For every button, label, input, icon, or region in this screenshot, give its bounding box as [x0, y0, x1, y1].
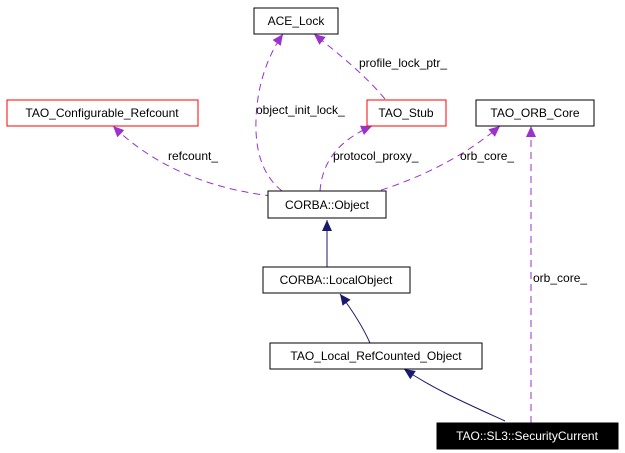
node-orb-core-label: TAO_ORB_Core [490, 106, 579, 120]
node-security-current[interactable]: TAO::SL3::SecurityCurrent [436, 422, 619, 450]
edge-inherit-current-refcounted [403, 368, 506, 422]
edge-inherit-refcounted-localobject [339, 293, 371, 344]
edge-object-init-lock [255, 33, 284, 192]
node-tao-stub[interactable]: TAO_Stub [366, 99, 447, 127]
node-tao-stub-label: TAO_Stub [378, 106, 433, 120]
node-configurable-refcount-label: TAO_Configurable_Refcount [25, 106, 179, 120]
label-object-init-lock: object_init_lock_ [256, 103, 345, 117]
label-profile-lock-ptr: profile_lock_ptr_ [359, 56, 447, 70]
node-ace-lock[interactable]: ACE_Lock [253, 7, 339, 35]
node-corba-object-label: CORBA::Object [285, 198, 370, 212]
node-corba-object[interactable]: CORBA::Object [267, 190, 387, 219]
label-orb-core-current: orb_core_ [533, 271, 587, 285]
label-refcount: refcount_ [168, 149, 218, 163]
node-ace-lock-label: ACE_Lock [268, 14, 326, 28]
node-local-refcounted-object[interactable]: TAO_Local_RefCounted_Object [269, 342, 483, 370]
edge-refcount [112, 125, 273, 197]
node-security-current-label: TAO::SL3::SecurityCurrent [456, 429, 598, 443]
node-orb-core[interactable]: TAO_ORB_Core [475, 99, 595, 127]
node-local-object[interactable]: CORBA::LocalObject [262, 266, 411, 294]
edge-protocol-proxy [319, 125, 373, 192]
node-local-object-label: CORBA::LocalObject [280, 273, 393, 287]
edge-profile-lock-ptr [313, 33, 386, 100]
node-local-refcounted-object-label: TAO_Local_RefCounted_Object [290, 349, 462, 363]
label-orb-core-object: orb_core_ [460, 149, 514, 163]
node-configurable-refcount[interactable]: TAO_Configurable_Refcount [6, 99, 199, 127]
label-protocol-proxy: protocol_proxy_ [333, 149, 419, 163]
